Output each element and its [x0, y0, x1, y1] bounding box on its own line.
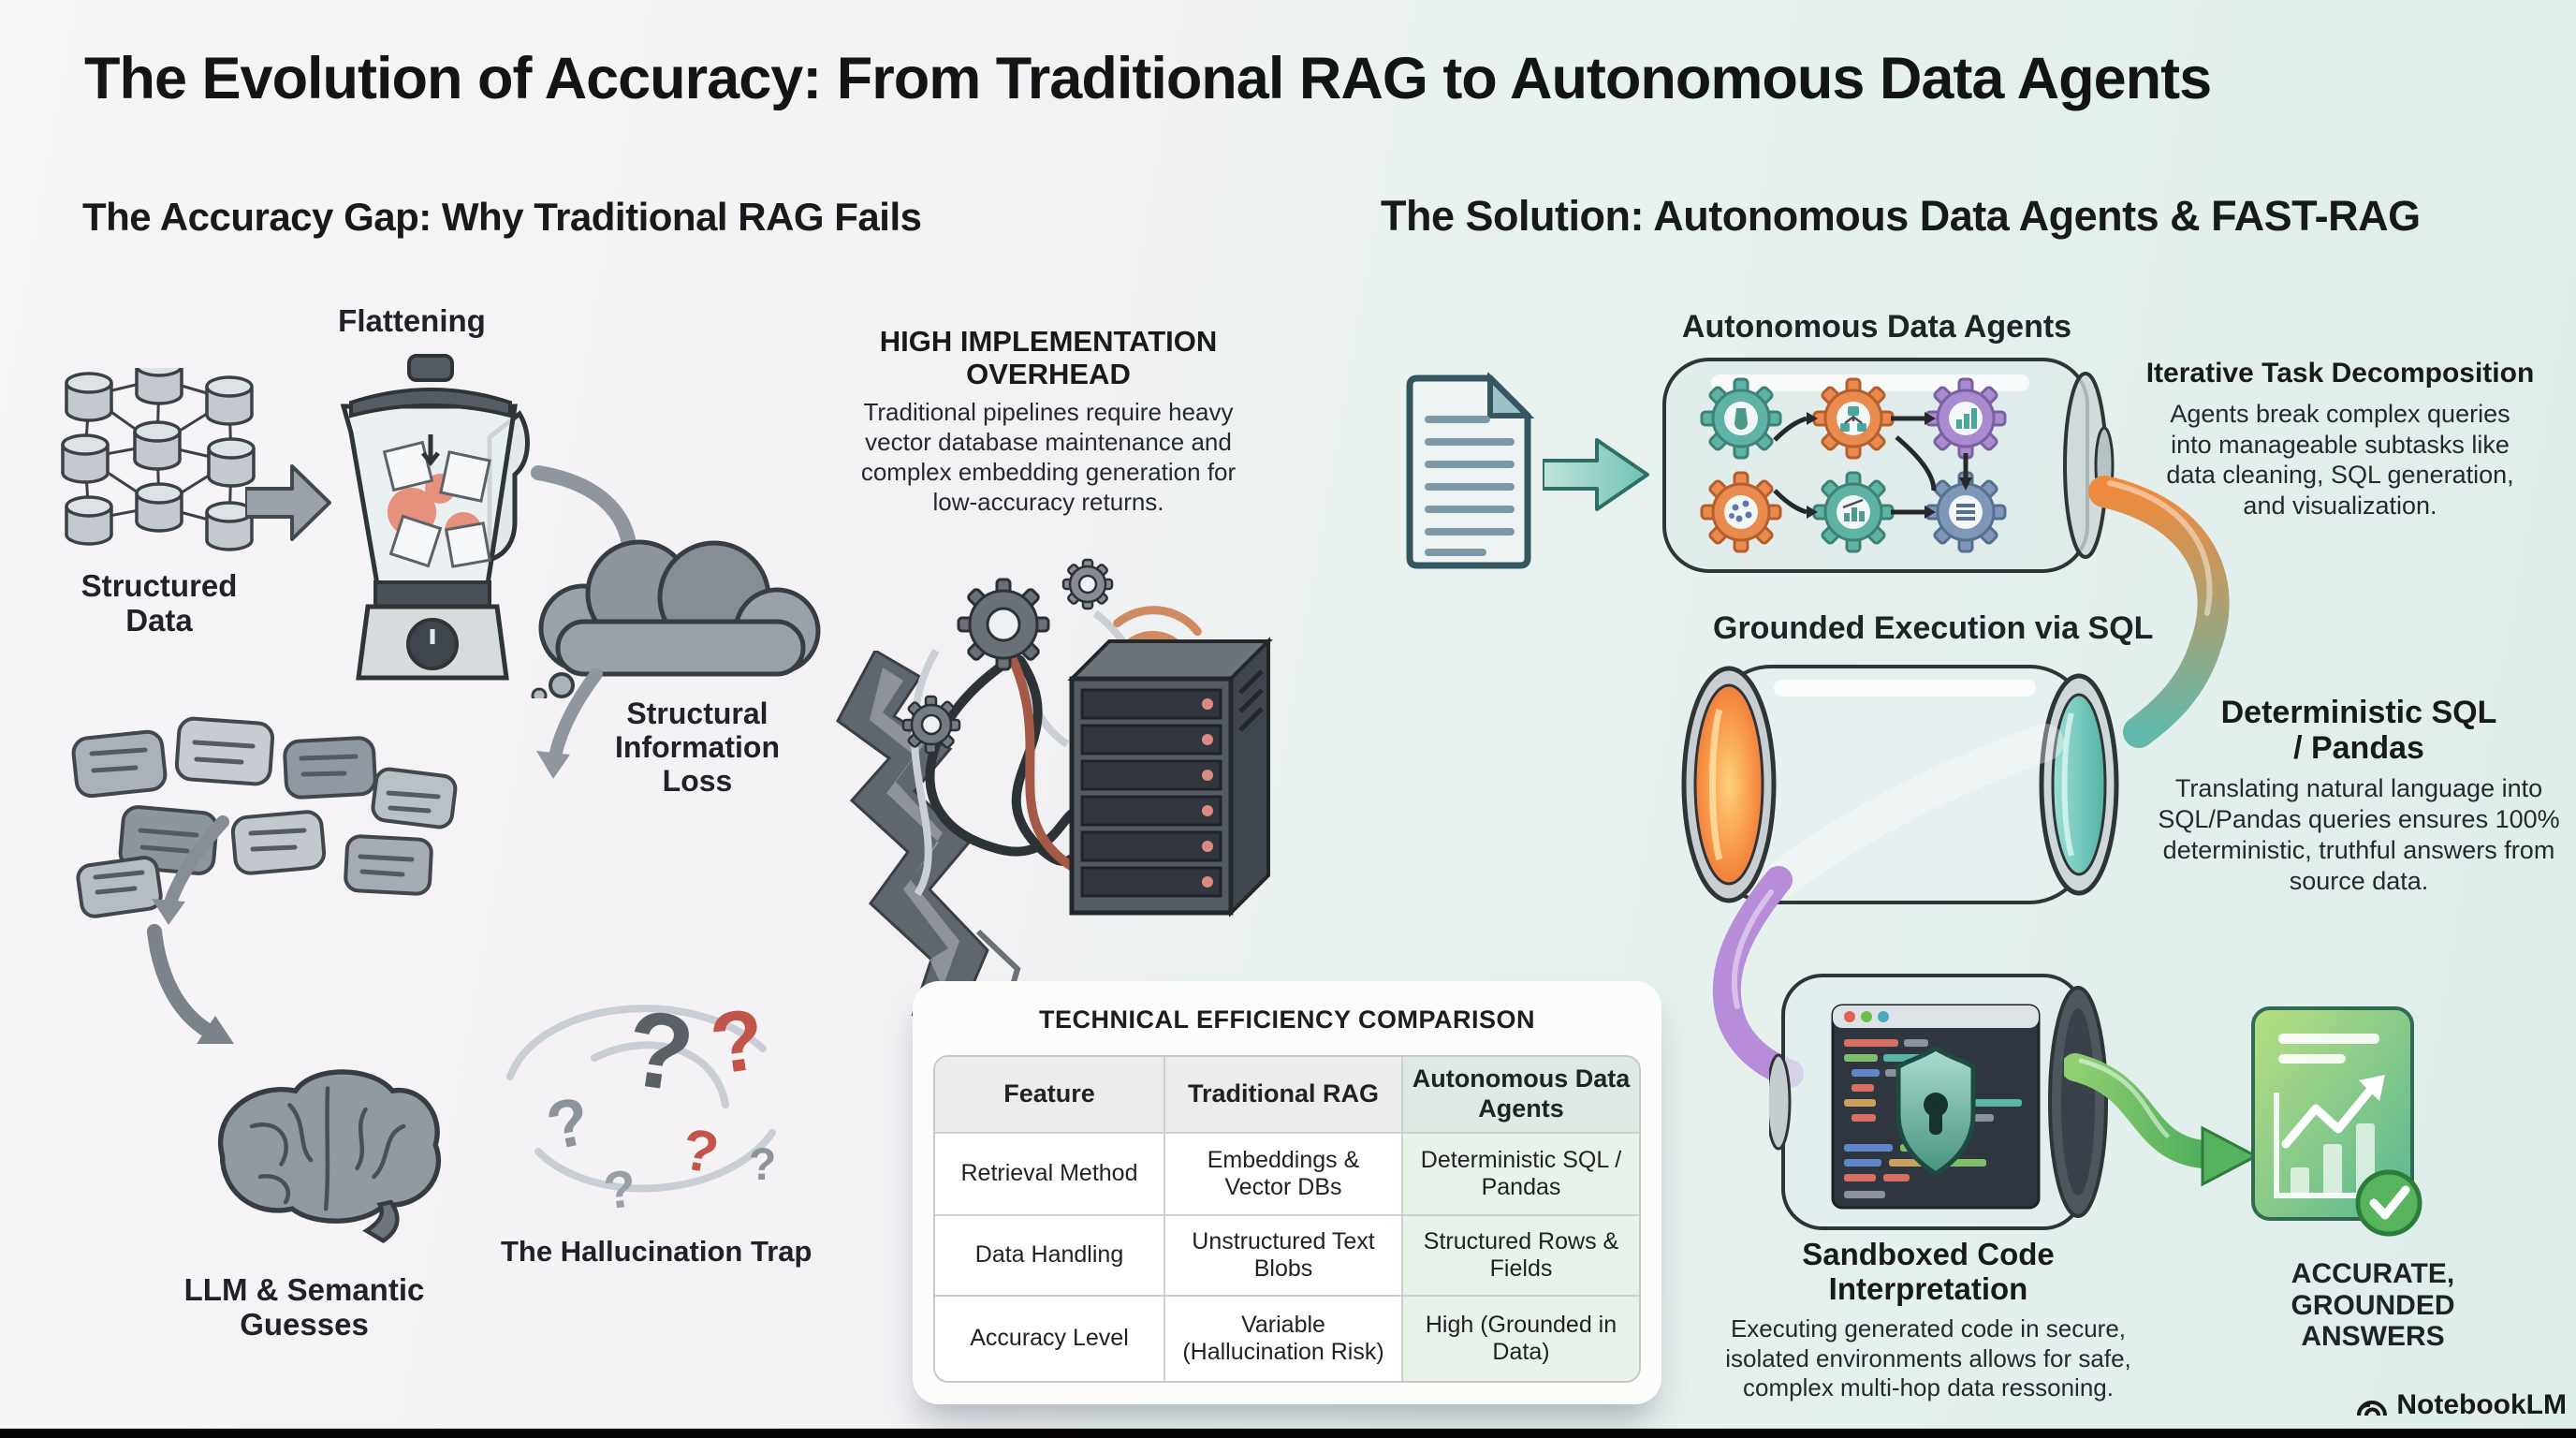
deterministic-block: Deterministic SQL / Pandas Translating n…: [2153, 695, 2565, 897]
agent-gear-icon: [1700, 377, 1782, 460]
flattening-label: Flattening: [338, 303, 486, 338]
notebooklm-logo: [2357, 1401, 2388, 1416]
comparison-title: TECHNICAL EFFICIENCY COMPARISON: [1038, 1005, 1536, 1034]
gear-icon: [1061, 558, 1114, 610]
table-cell: Deterministic SQL / Pandas: [1403, 1134, 1639, 1216]
table-cell: Embeddings & Vector DBs: [1165, 1134, 1403, 1216]
table-cell: High (Grounded in Data): [1403, 1297, 1639, 1381]
agent-gear-icon: [1812, 377, 1895, 460]
pipe-purple-icon: [1712, 866, 1804, 1088]
comparison-card: TECHNICAL EFFICIENCY COMPARISON Feature …: [913, 981, 1661, 1404]
result-chart-icon: [2251, 1006, 2422, 1237]
brain-icon: [218, 1069, 442, 1244]
database-network-icon: [61, 368, 256, 551]
table-header-feature: Feature: [935, 1057, 1165, 1134]
hallucination-label: The Hallucination Trap: [501, 1235, 812, 1268]
table-header-traditional-rag: Traditional RAG: [1165, 1057, 1403, 1134]
sql-cylinder-icon: [1681, 665, 2119, 904]
page-title: The Evolution of Accuracy: From Traditio…: [84, 46, 2212, 111]
svg-text:?: ?: [540, 1083, 596, 1165]
document-icon: [1406, 373, 1535, 569]
right-section-heading: The Solution: Autonomous Data Agents & F…: [1381, 192, 2421, 240]
agents-label: Autonomous Data Agents: [1681, 309, 2072, 345]
server-icon: [1067, 637, 1273, 917]
storm-cloud-icon: [531, 539, 821, 698]
table-cell: Retrieval Method: [935, 1134, 1165, 1216]
structural-loss-label: Structural Information Loss: [615, 697, 780, 798]
speech-fragments-icon: [71, 716, 458, 918]
agent-gear-icon: [1925, 377, 2007, 460]
gear-icon: [957, 578, 1050, 671]
decomposition-block: Iterative Task Decomposition Agents brea…: [2134, 358, 2546, 521]
watermark: NotebookLM: [2355, 1389, 2567, 1421]
pipe-orange-teal-icon: [2088, 476, 2230, 748]
table-cell: Variable (Hallucination Risk): [1165, 1297, 1403, 1381]
decomposition-title: Iterative Task Decomposition: [2145, 358, 2535, 389]
llm-guesses-label: LLM & Semantic Guesses: [183, 1272, 425, 1342]
table-cell: Accuracy Level: [935, 1297, 1165, 1381]
sandbox-title: Sandboxed Code Interpretation: [1802, 1237, 2055, 1306]
watermark-text: NotebookLM: [2396, 1389, 2567, 1420]
svg-text:?: ?: [601, 1158, 639, 1220]
structured-data-label: Structured Data: [80, 568, 238, 638]
shield-lock-icon: [1895, 1046, 1976, 1178]
deterministic-body: Translating natural language into SQL/Pa…: [2158, 774, 2560, 895]
sandbox-body: Executing generated code in secure, isol…: [1725, 1313, 2131, 1402]
blender-icon: [340, 354, 530, 681]
agent-gear-icon: [1812, 471, 1895, 553]
table-header-autonomous-agents: Autonomous Data Agents: [1403, 1057, 1639, 1134]
gear-icon: [901, 695, 961, 755]
arrow-down-left-icon: [152, 815, 229, 925]
gears-wires-server-icon: [901, 558, 1273, 917]
arrow-curve-left-icon: [536, 668, 603, 779]
grounded-label: Grounded Execution via SQL: [1713, 610, 2154, 646]
overhead-title: HIGH IMPLEMENTATION OVERHEAD: [879, 325, 1218, 390]
arrow-green-icon: [2064, 1053, 2260, 1187]
deterministic-title: Deterministic SQL / Pandas: [2220, 695, 2497, 767]
sandbox-block: Sandboxed Code Interpretation Executing …: [1713, 1237, 2144, 1403]
table-cell: Data Handling: [935, 1216, 1165, 1297]
wires: [925, 651, 1083, 875]
agent-gear-icon: [1700, 471, 1782, 553]
agent-gear-icon: [1925, 471, 2007, 553]
overhead-block: HIGH IMPLEMENTATION OVERHEAD Traditional…: [838, 325, 1259, 517]
code-window-icon: [1831, 1004, 2041, 1210]
agents-cylinder-icon: [1662, 358, 2115, 573]
arrow-teal-icon: [1543, 438, 1649, 511]
table-cell: Structured Rows & Fields: [1403, 1216, 1639, 1297]
svg-text:?: ?: [749, 1140, 776, 1190]
arrow-down-right-icon: [147, 924, 234, 1044]
sandbox-cylinder-icon: [1769, 974, 2108, 1230]
left-section-heading: The Accuracy Gap: Why Traditional RAG Fa…: [82, 195, 922, 239]
question-marks-icon: ? ? ? ? ? ?: [506, 988, 776, 1220]
arrow-right-icon: [245, 464, 331, 541]
decomposition-body: Agents break complex queries into manage…: [2166, 399, 2514, 521]
overhead-body: Traditional pipelines require heavy vect…: [860, 398, 1237, 516]
comparison-table: Feature Traditional RAG Autonomous Data …: [933, 1055, 1641, 1383]
table-cell: Unstructured Text Blobs: [1165, 1216, 1403, 1297]
check-icon: [2355, 1169, 2422, 1237]
bottom-bar: [0, 1429, 2576, 1438]
answers-label: ACCURATE, GROUNDED ANSWERS: [2291, 1258, 2455, 1353]
